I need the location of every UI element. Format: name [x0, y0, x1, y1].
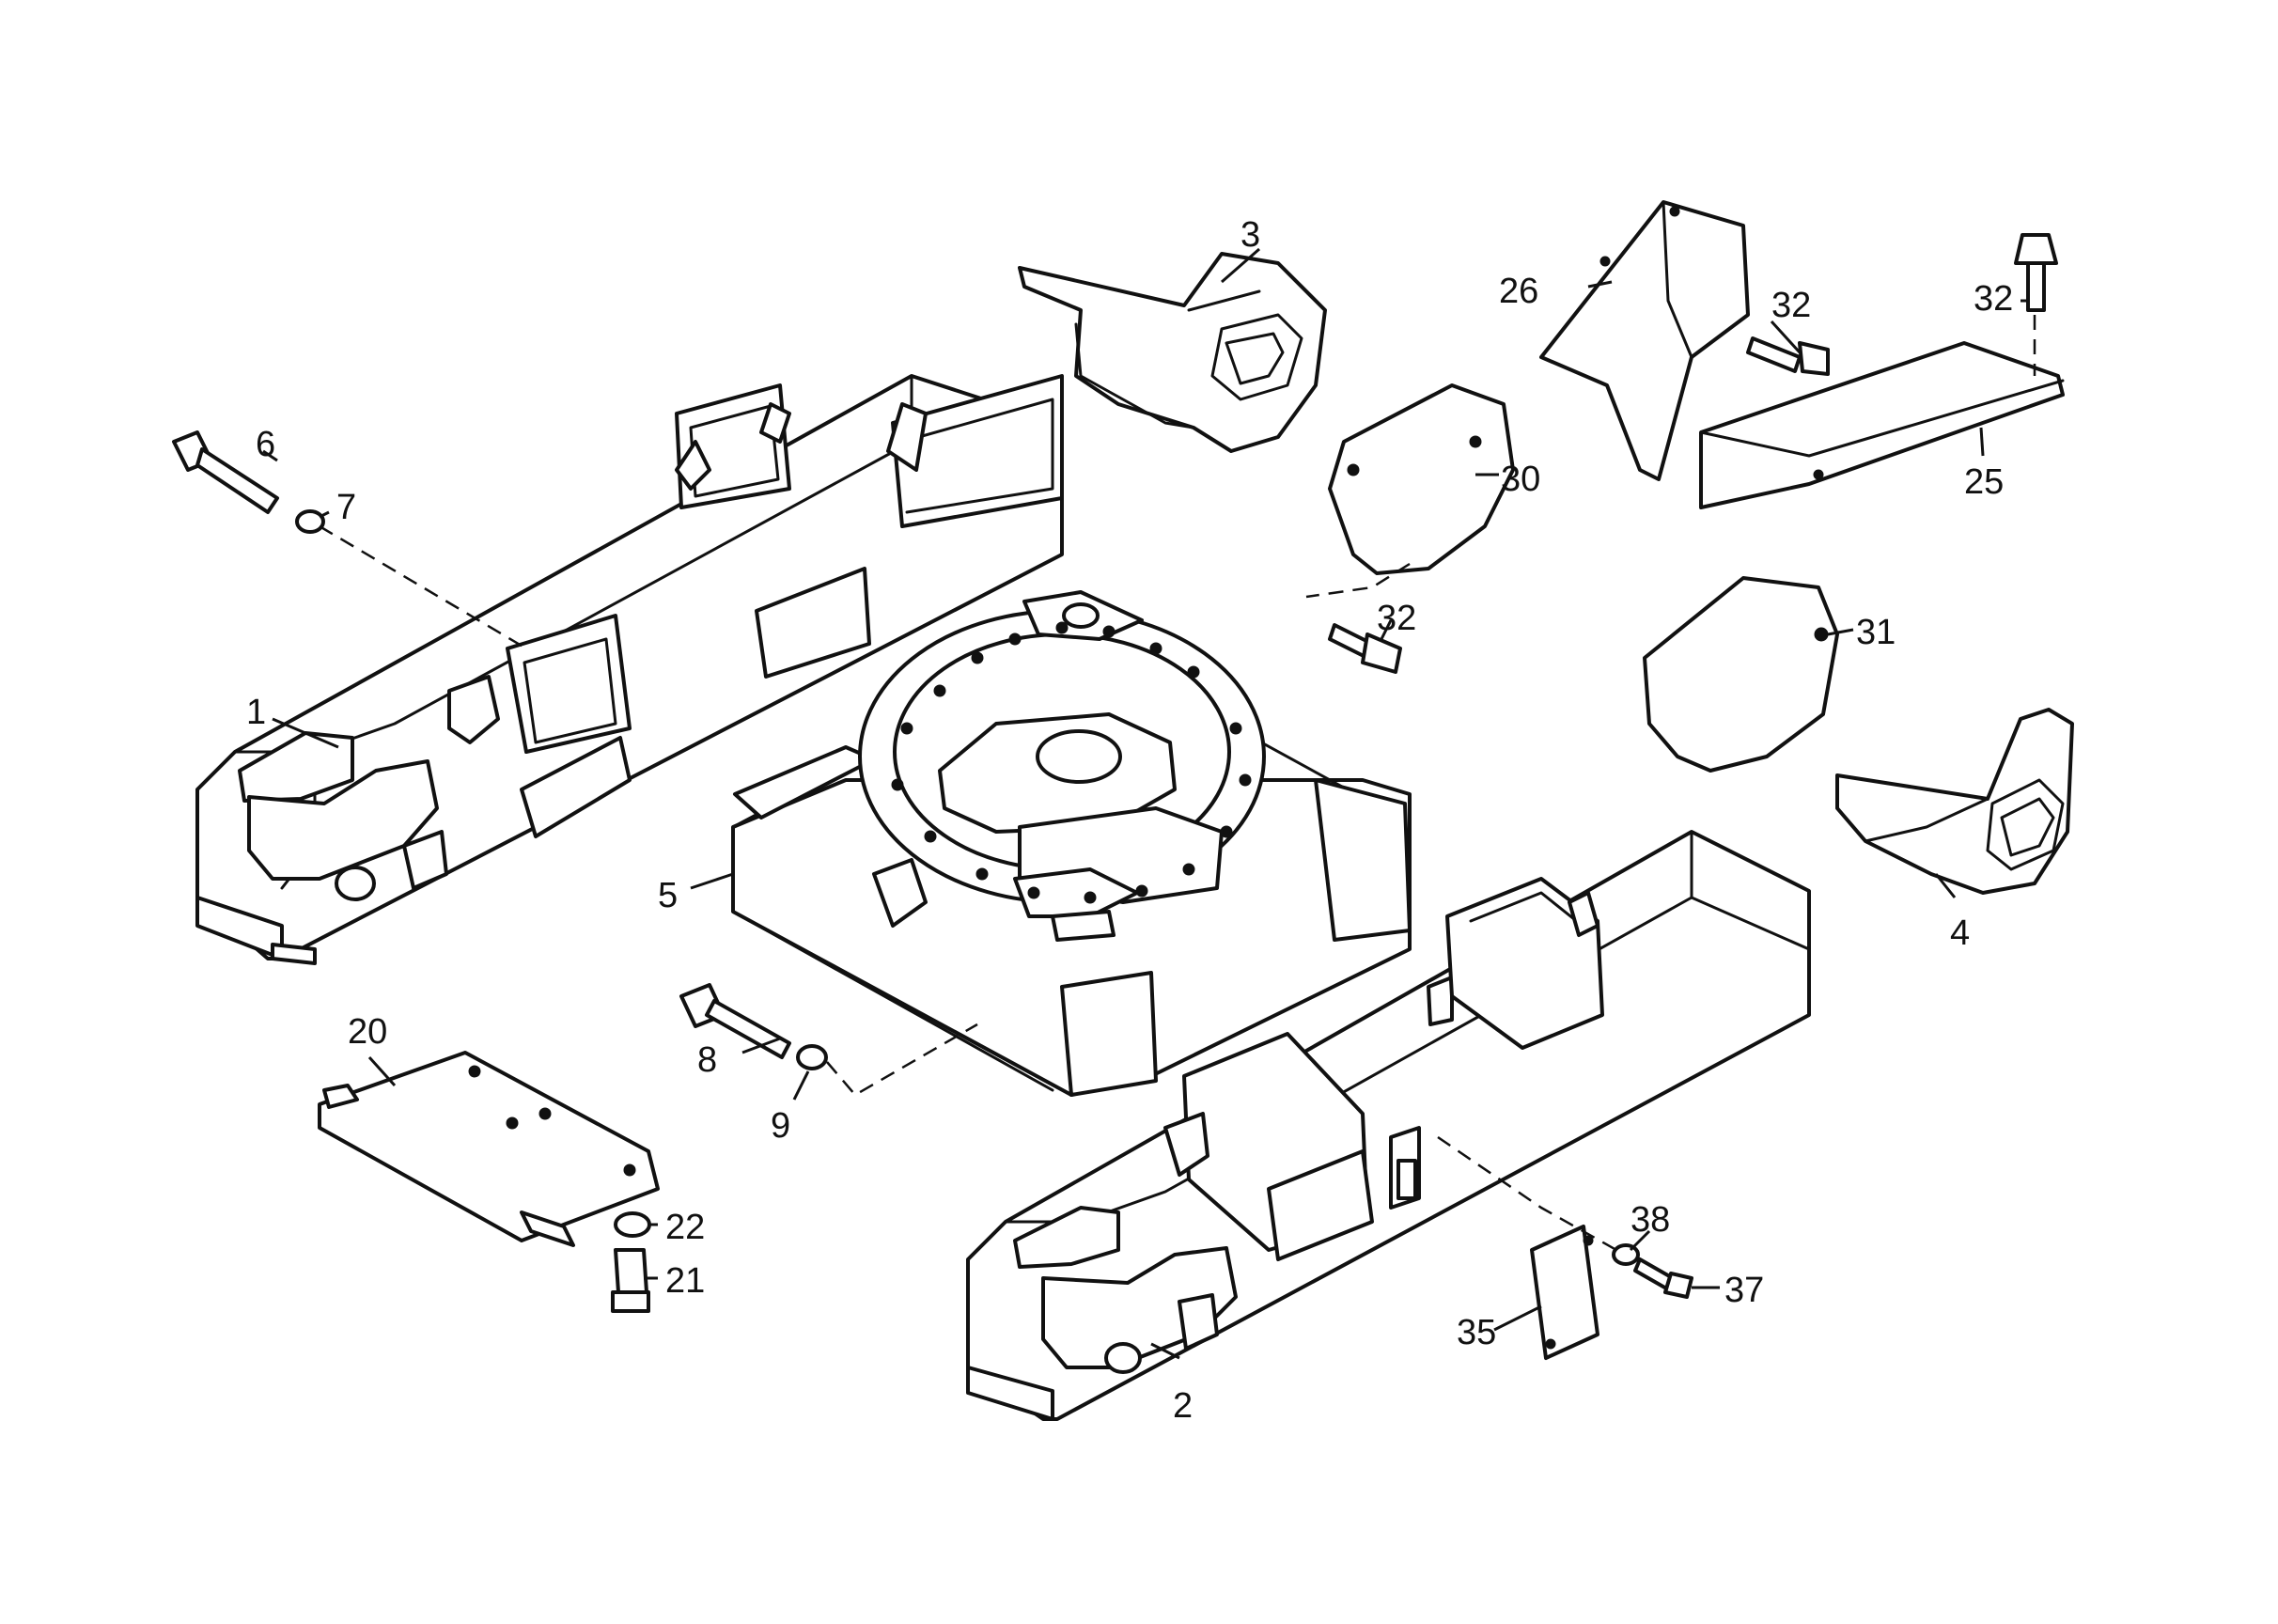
callout-26: 26 — [1499, 272, 1538, 311]
callout-32-top: 32 — [1974, 279, 2013, 319]
callout-25: 25 — [1964, 462, 2004, 502]
callout-30: 30 — [1501, 460, 1540, 499]
callout-4: 4 — [1950, 914, 1970, 953]
callout-7: 7 — [336, 488, 356, 527]
callout-22: 22 — [665, 1208, 705, 1247]
part-5-center-frame — [731, 590, 1412, 1097]
part-37-bolt — [1633, 1257, 1693, 1299]
part-1-left-track-frame — [195, 374, 1064, 965]
part-9-washer — [796, 1044, 828, 1070]
assembly-lines — [319, 315, 2036, 1252]
part-21-bolt — [611, 1248, 650, 1313]
part-20-plate — [318, 1051, 660, 1247]
part-3-upper-mount — [1018, 252, 1327, 453]
part-4-lower-mount — [1835, 708, 2074, 895]
callout-32-middle: 32 — [1771, 286, 1811, 325]
part-7-washer — [295, 509, 325, 534]
callout-2: 2 — [1173, 1386, 1193, 1426]
callout-38: 38 — [1630, 1200, 1670, 1240]
leader-lines — [262, 247, 2030, 1360]
part-31-cover — [1643, 576, 1839, 773]
part-30-cover — [1328, 383, 1515, 575]
callout-31: 31 — [1856, 613, 1896, 652]
callout-9: 9 — [771, 1106, 790, 1146]
callout-labels: 1 2 3 4 5 6 7 8 9 20 21 22 25 26 30 31 3… — [246, 215, 2013, 1426]
part-22-washer — [614, 1211, 651, 1238]
callout-5: 5 — [658, 876, 678, 915]
callout-8: 8 — [697, 1040, 717, 1080]
part-2-right-track-frame — [966, 830, 1811, 1421]
callout-32-lower: 32 — [1377, 599, 1416, 638]
callout-6: 6 — [256, 425, 275, 464]
part-26-cover — [1539, 200, 1750, 481]
callout-37: 37 — [1724, 1271, 1764, 1310]
callout-20: 20 — [348, 1012, 387, 1052]
part-32-bolt-middle — [1746, 336, 1830, 376]
part-32-bolt-top — [2014, 233, 2058, 312]
part-32-bolt-lower — [1328, 623, 1402, 674]
callout-3: 3 — [1240, 215, 1260, 255]
callout-35: 35 — [1457, 1313, 1496, 1352]
part-6-bolt — [172, 430, 279, 514]
part-35-small-plate — [1530, 1225, 1599, 1360]
callout-21: 21 — [665, 1261, 705, 1301]
part-25-plate — [1699, 341, 2065, 509]
callout-1: 1 — [246, 693, 266, 732]
